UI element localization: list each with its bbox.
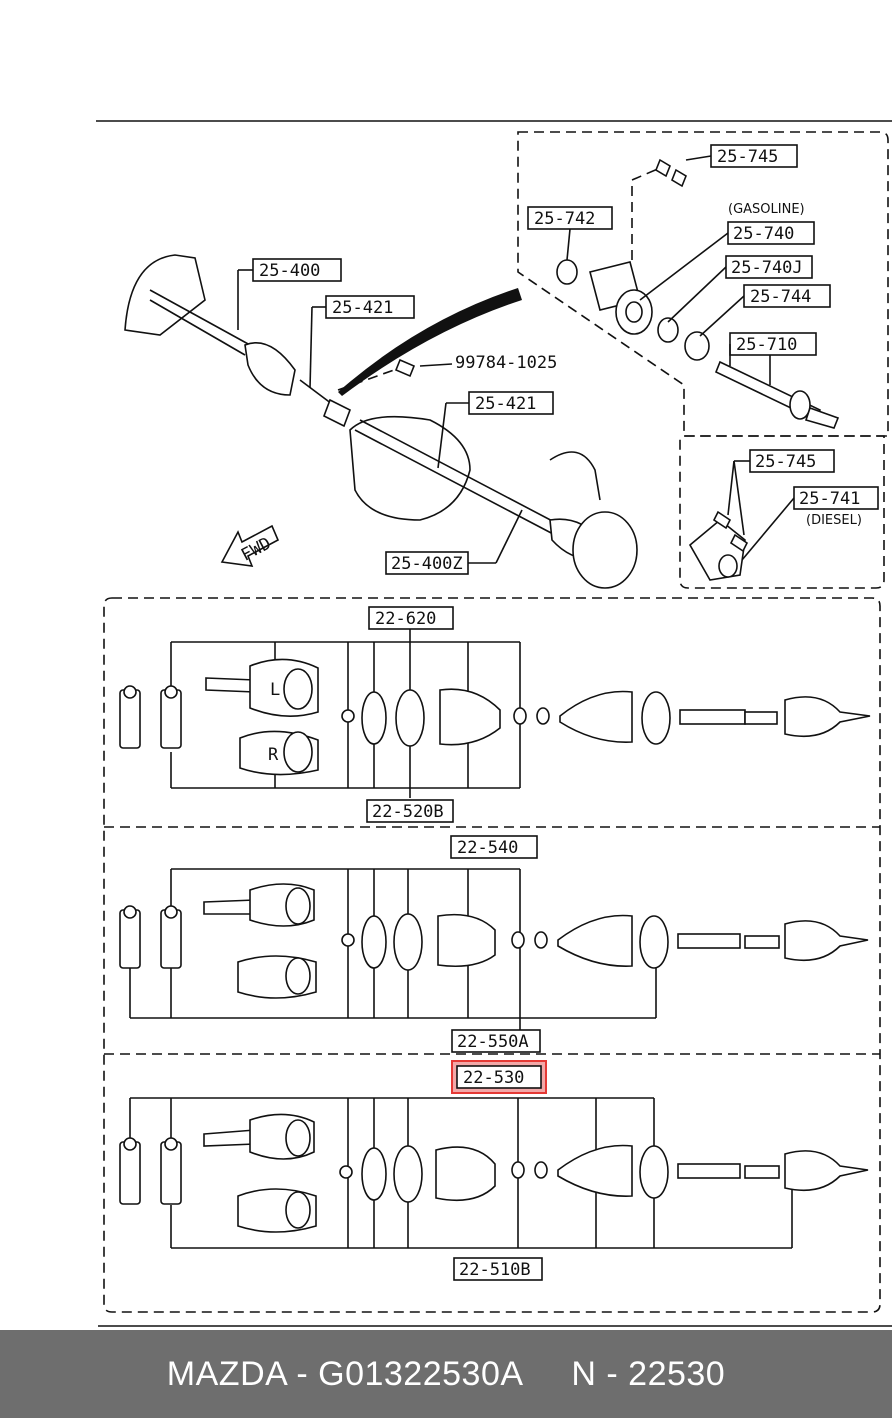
label-25-740: 25-740 [727, 221, 815, 245]
shaft-kits-boundary [103, 597, 881, 1313]
bolt-part-number: 99784-1025 [455, 353, 557, 373]
label-22-550A: 22-550A [457, 1032, 529, 1052]
label-22-530: 22-530 [463, 1068, 524, 1088]
svg-text:25-421: 25-421 [332, 298, 393, 318]
inset-pointer [338, 288, 522, 396]
svg-text:25-740J: 25-740J [731, 258, 803, 278]
label-25-421-lower: 25-421 [468, 391, 554, 415]
bearing-bracket [556, 158, 710, 361]
svg-text:25-741: 25-741 [799, 489, 860, 509]
label-25-742: 25-742 [527, 206, 613, 230]
gasoline-note: (GASOLINE) [728, 202, 805, 217]
diesel-note: (DIESEL) [806, 513, 862, 528]
label-25-710: 25-710 [729, 332, 817, 356]
fwd-arrow: FWD [220, 524, 280, 567]
svg-text:25-421: 25-421 [475, 394, 536, 414]
label-25-745-diesel: 25-745 [749, 449, 835, 473]
label-25-421-upper: 25-421 [325, 295, 415, 319]
panel-22-620: 22-620 L R 22-520B [119, 606, 871, 823]
label-25-740J: 25-740J [725, 255, 813, 279]
label-22-510B: 22-510B [459, 1260, 531, 1280]
panel-22-530: 22-530 22-510B [119, 1060, 869, 1281]
right-joint-label: R [268, 745, 279, 765]
svg-text:25-400Z: 25-400Z [391, 554, 463, 574]
svg-text:25-742: 25-742 [534, 209, 595, 229]
svg-text:25-400: 25-400 [259, 261, 320, 281]
intermediate-shaft [714, 360, 840, 429]
svg-text:25-744: 25-744 [750, 287, 811, 307]
svg-text:25-745: 25-745 [755, 452, 816, 472]
label-25-745-top: 25-745 [710, 144, 798, 168]
inset-gasoline-boundary [517, 131, 889, 437]
label-22-540: 22-540 [457, 838, 518, 858]
svg-text:25-745: 25-745 [717, 147, 778, 167]
label-25-400Z: 25-400Z [385, 551, 469, 575]
svg-text:25-710: 25-710 [736, 335, 797, 355]
inset-diesel-boundary [679, 435, 885, 589]
label-22-520B: 22-520B [372, 802, 444, 822]
label-25-744: 25-744 [743, 284, 831, 308]
panel-22-540: 22-540 22-550A [119, 835, 869, 1053]
part-number-footer: MAZDA - G01322530A N - 22530 [0, 1330, 892, 1418]
label-25-741: 25-741 [793, 486, 879, 510]
diesel-bracket [688, 510, 749, 581]
drivetrain-assembly [124, 254, 638, 589]
label-22-620: 22-620 [375, 609, 436, 629]
label-25-400: 25-400 [252, 258, 342, 282]
svg-text:25-740: 25-740 [733, 224, 794, 244]
part-number-text: MAZDA - G01322530A N - 22530 [166, 1354, 726, 1393]
parts-diagram: FWD 25-745 25-742 (GASOLINE) 25-740 25-7… [96, 120, 892, 1327]
left-joint-label: L [270, 680, 280, 700]
